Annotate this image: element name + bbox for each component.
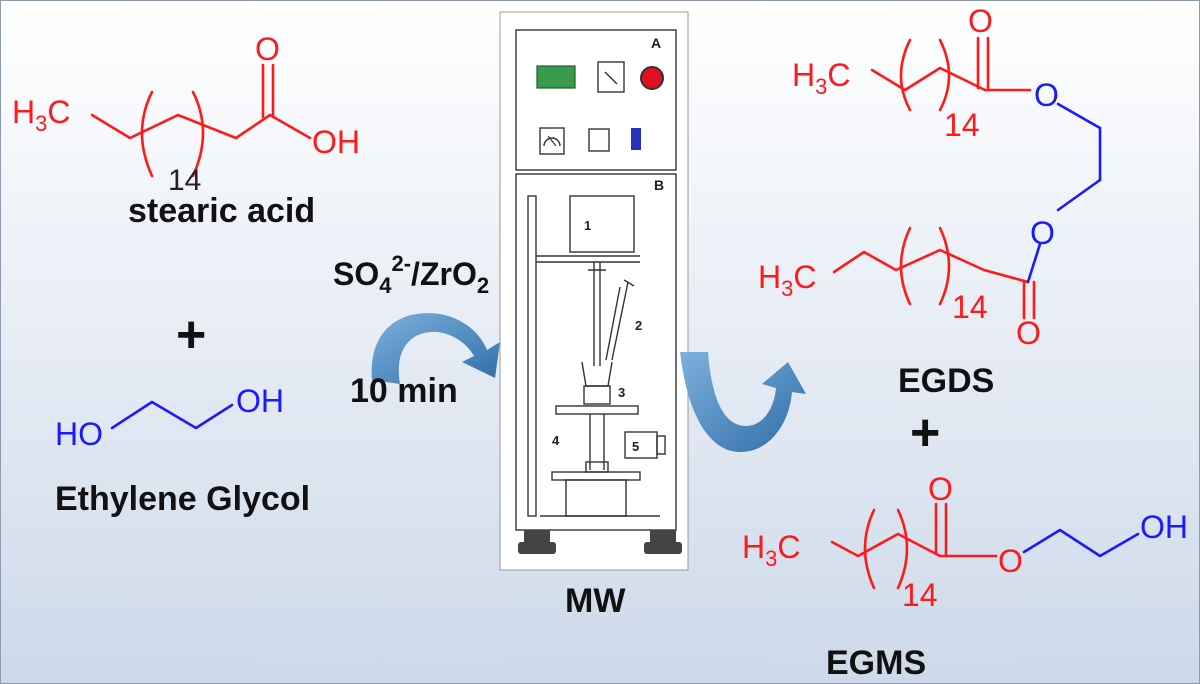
egms-carbonyl-o: O xyxy=(928,471,953,507)
ethylene-glycol-structure: HO OH xyxy=(55,383,284,452)
egds-label: EGDS xyxy=(898,362,994,400)
ethylene-glycol-label: Ethylene Glycol xyxy=(55,480,310,518)
egms-repeat: 14 xyxy=(902,577,938,613)
egds-structure: H3C O O 14 O H3C 14 O xyxy=(758,3,1102,351)
stearic-acid-label: stearic acid xyxy=(128,192,315,230)
egds-repeat-top: 14 xyxy=(944,107,980,143)
curved-arrow-right xyxy=(680,352,806,452)
svg-text:H3C: H3C xyxy=(758,259,816,301)
stearic-acid-oh: OH xyxy=(312,124,360,160)
egms-oh: OH xyxy=(1140,509,1188,545)
stearic-acid-repeat: 14 xyxy=(168,164,201,197)
egms-label: EGMS xyxy=(826,644,926,682)
egds-carbonyl-o-bottom: O xyxy=(1016,315,1041,351)
panel-b-label: B xyxy=(654,177,664,193)
egds-ester-o-top: O xyxy=(1034,77,1059,113)
stearic-acid-carbonyl-o: O xyxy=(255,31,280,67)
svg-text:H3C: H3C xyxy=(792,57,850,99)
egms-ester-o: O xyxy=(998,543,1023,579)
plus-sign-left: + xyxy=(176,306,206,364)
part-3-label: 3 xyxy=(618,385,625,400)
egds-repeat-bottom: 14 xyxy=(952,289,988,325)
svg-text:H3C: H3C xyxy=(742,529,800,571)
part-5-label: 5 xyxy=(632,439,639,454)
egms-structure: H3C O O OH 14 xyxy=(742,471,1188,613)
part-1-label: 1 xyxy=(584,218,591,233)
part-2-label: 2 xyxy=(635,318,642,333)
ethylene-glycol-oh: OH xyxy=(236,383,284,419)
microwave-apparatus: A B 1 2 3 4 5 xyxy=(499,11,689,571)
egds-ester-o-bottom: O xyxy=(1030,215,1055,251)
catalyst-label: SO42-/ZrO2 xyxy=(333,251,489,298)
panel-a-label: A xyxy=(651,35,661,51)
part-4-label: 4 xyxy=(552,433,560,448)
apparatus-label: MW xyxy=(565,582,626,620)
stearic-acid-structure: H3C OH O 14 xyxy=(12,31,360,197)
curved-arrow-left xyxy=(371,313,500,384)
plus-sign-right: + xyxy=(910,404,940,462)
ethylene-glycol-ho: HO xyxy=(55,416,103,452)
reaction-time-label: 10 min xyxy=(350,372,458,410)
egds-carbonyl-o-top: O xyxy=(968,3,993,39)
svg-text:H3C: H3C xyxy=(12,94,70,136)
